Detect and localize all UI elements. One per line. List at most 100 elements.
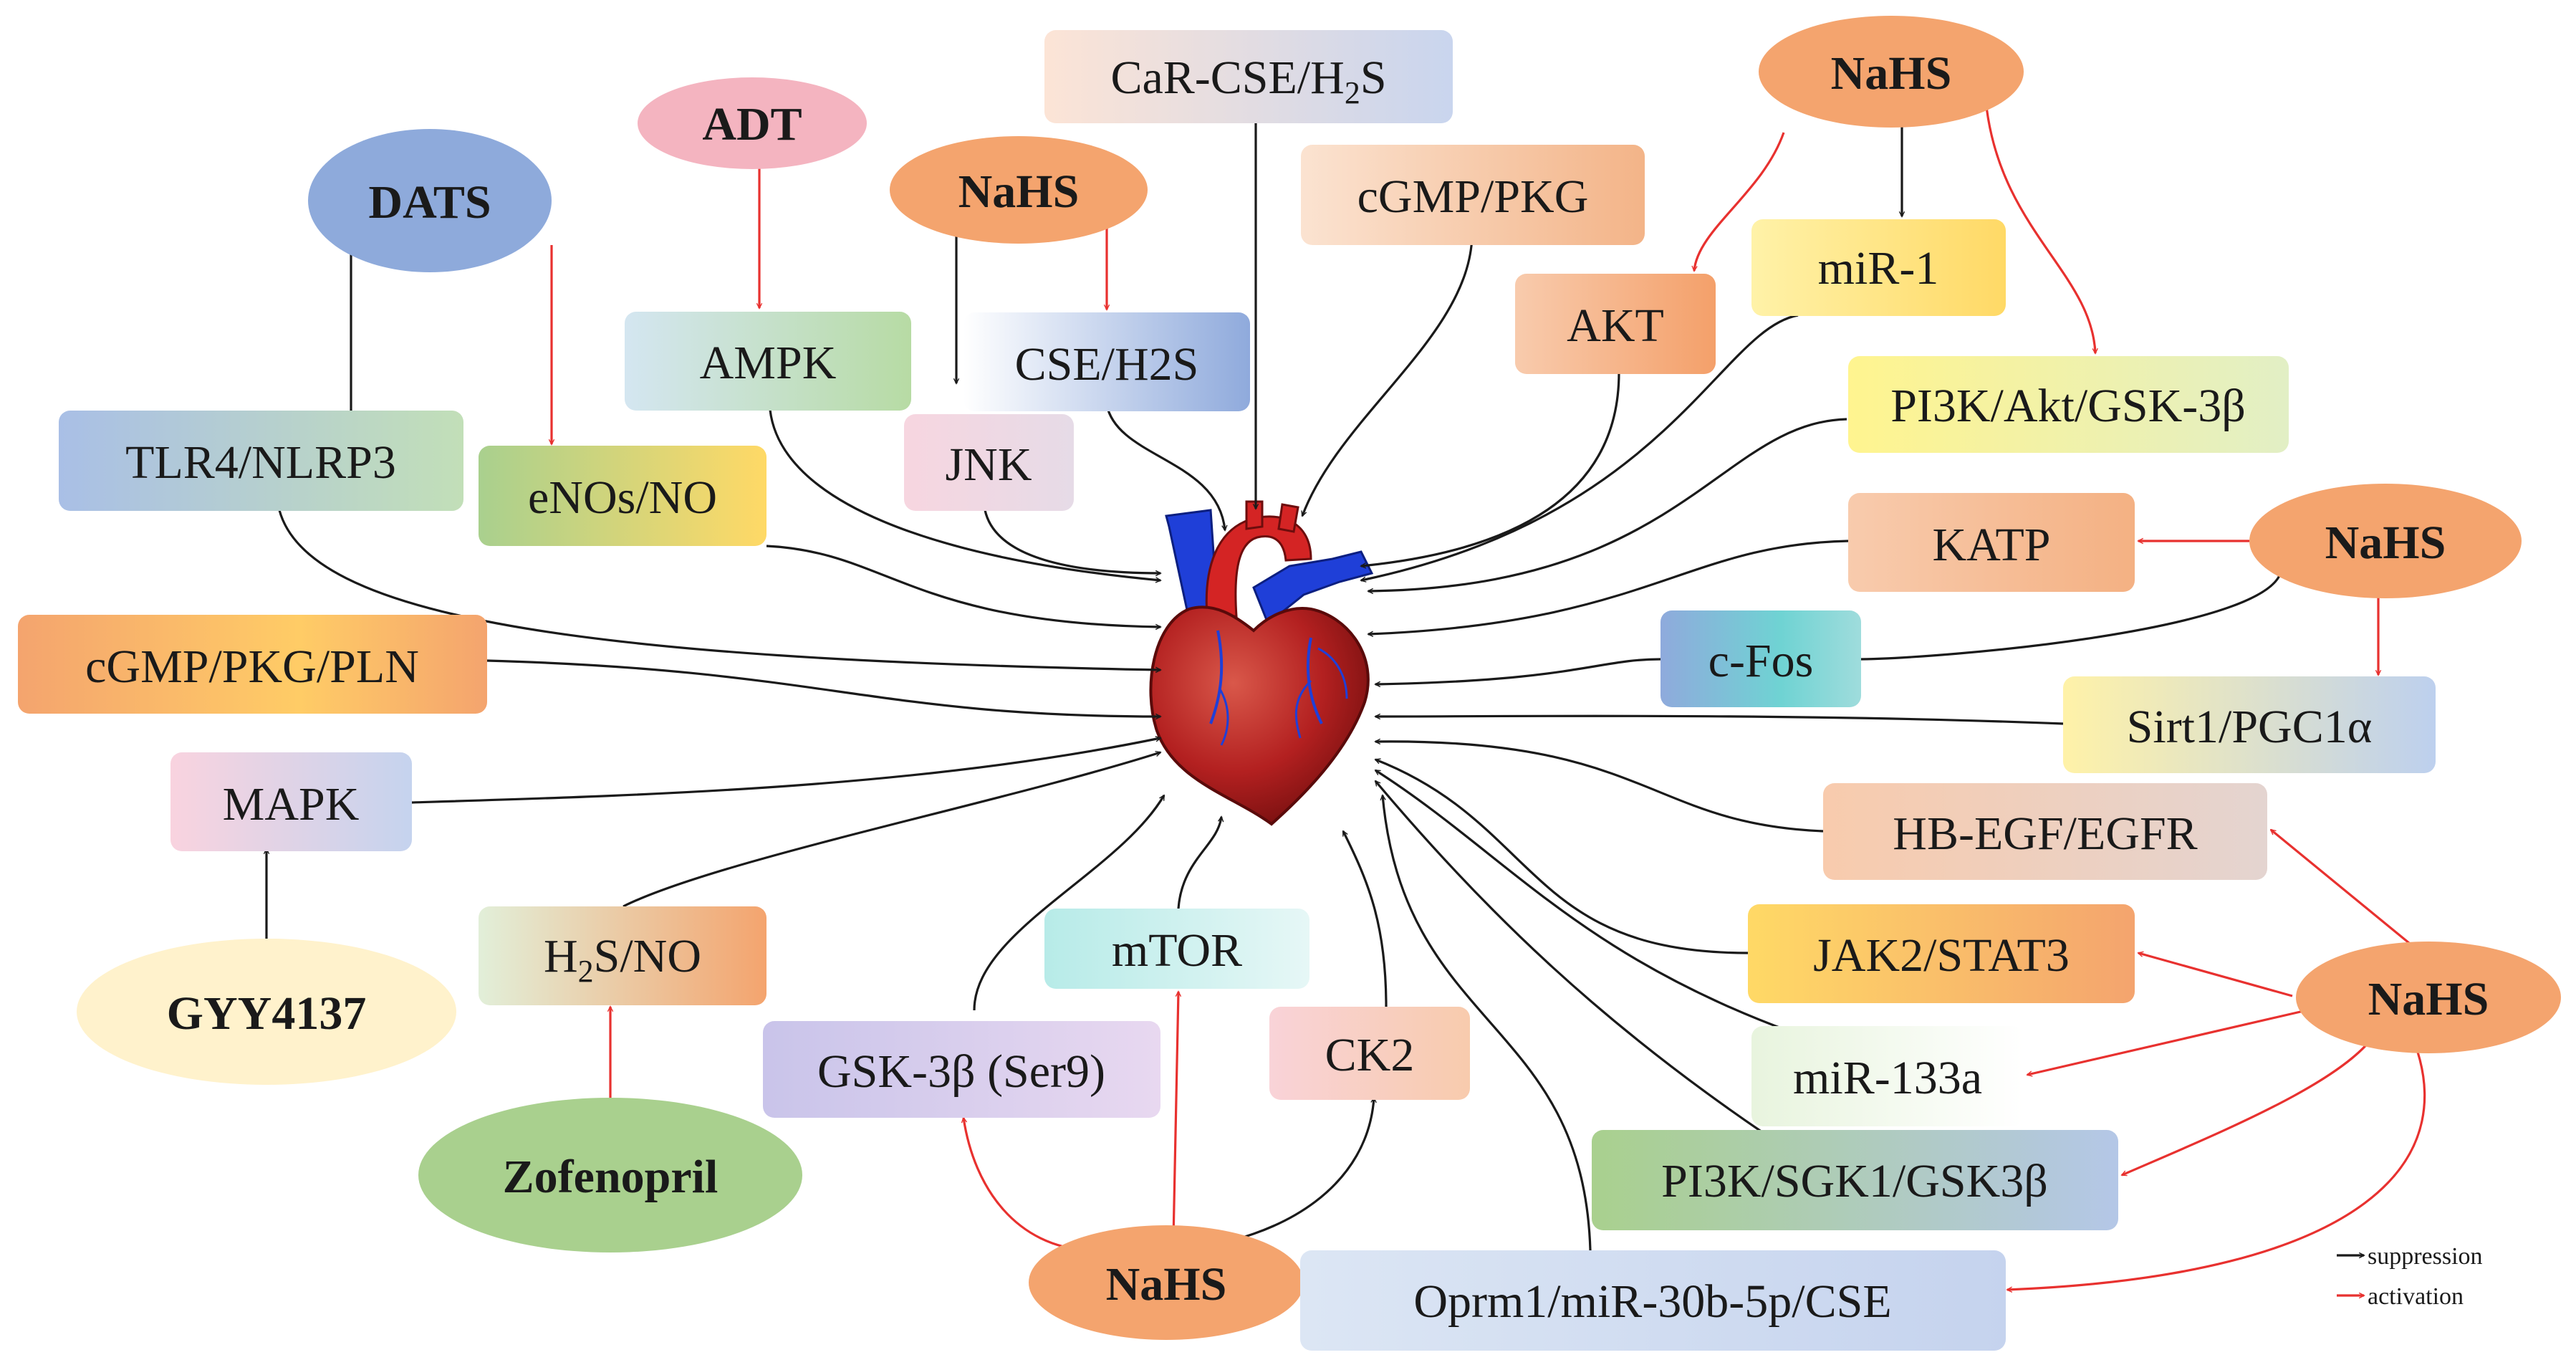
legend-activation-label: activation	[2368, 1283, 2464, 1310]
dats-label: DATS	[368, 176, 491, 229]
arrow-enos-heart	[766, 545, 1160, 627]
node-ck2[interactable]: CK2	[1269, 1007, 1470, 1100]
arrow-sgk1-heart	[1375, 781, 1763, 1134]
heart-illustration	[1149, 500, 1374, 826]
node-enos-no[interactable]: eNOs/NO	[479, 446, 766, 546]
node-zofenopril[interactable]: Zofenopril	[418, 1098, 802, 1252]
arrow-sirt1-heart	[1375, 716, 2064, 725]
arrow-cse-heart	[1105, 404, 1225, 530]
pi3k-akt-label: PI3K/Akt/GSK-3β	[1890, 380, 2246, 432]
arrow-katp-heart	[1368, 540, 1849, 634]
nahs-bottom-label: NaHS	[1106, 1258, 1227, 1311]
jnk-label: JNK	[945, 439, 1032, 491]
arrow-cfos-heart	[1375, 658, 1661, 684]
node-oprm1-mir30b-cse[interactable]: Oprm1/miR-30b-5p/CSE	[1300, 1250, 2006, 1351]
ck2-label: CK2	[1325, 1029, 1415, 1081]
node-car-cse-h2s[interactable]: CaR-CSE/H2S	[1044, 30, 1453, 123]
arrow-pi3k-heart	[1368, 418, 1847, 591]
arrow-tlr4-heart	[278, 509, 1160, 670]
arrow-cgmp-pln-heart	[486, 659, 1160, 717]
node-nahs-right-mid[interactable]: NaHS	[2249, 484, 2522, 598]
arrow-jnk-heart	[984, 509, 1160, 573]
arrow-nahs-mtor	[1172, 992, 1178, 1240]
mir133a-label: miR-133a	[1793, 1052, 1982, 1104]
oprm1-label: Oprm1/miR-30b-5p/CSE	[1413, 1275, 1891, 1328]
nahs-right-low-label: NaHS	[2368, 973, 2489, 1025]
node-mapk[interactable]: MAPK	[170, 752, 412, 851]
katp-label: KATP	[1932, 519, 2050, 571]
node-nahs-top-mid[interactable]: NaHS	[890, 136, 1148, 244]
node-hb-egf-egfr[interactable]: HB-EGF/EGFR	[1823, 783, 2267, 880]
node-mtor[interactable]: mTOR	[1044, 909, 1309, 989]
node-cgmp-pkg-pln[interactable]: cGMP/PKG/PLN	[18, 615, 487, 714]
pathway-arrows	[266, 100, 2426, 1290]
arrow-nahs-hbegf	[2271, 830, 2423, 954]
node-gyy4137[interactable]: GYY4137	[77, 939, 456, 1085]
jak2-label: JAK2/STAT3	[1813, 929, 2070, 982]
cse-h2s-label: CSE/H2S	[1015, 338, 1199, 391]
arrow-nahs-akt	[1694, 132, 1785, 271]
arrow-ck2-heart	[1342, 831, 1388, 1007]
h2s-no-subscript: 2	[578, 954, 594, 989]
node-cgmp-pkg[interactable]: cGMP/PKG	[1301, 145, 1645, 245]
ampk-label: AMPK	[700, 337, 837, 389]
arrow-nahs-cfos	[1855, 565, 2283, 659]
arrow-akt-heart	[1361, 372, 1620, 566]
node-pi3k-sgk1-gsk3b[interactable]: PI3K/SGK1/GSK3β	[1592, 1130, 2118, 1230]
node-mir1[interactable]: miR-1	[1751, 219, 2006, 316]
node-pi3k-akt-gsk3b[interactable]: PI3K/Akt/GSK-3β	[1848, 356, 2289, 453]
node-sirt1-pgc1a[interactable]: Sirt1/PGC1α	[2063, 676, 2436, 773]
node-jnk[interactable]: JNK	[904, 414, 1074, 511]
arrow-nahs-gsk	[963, 1118, 1090, 1252]
h2s-no-label: H	[544, 930, 578, 982]
arrow-mtor-heart	[1177, 817, 1221, 909]
node-nahs-bottom[interactable]: NaHS	[1029, 1225, 1304, 1340]
zofenopril-label: Zofenopril	[503, 1151, 719, 1203]
arrow-mir133a-heart	[1375, 769, 1792, 1033]
node-nahs-top-right[interactable]: NaHS	[1759, 16, 2024, 128]
node-dats[interactable]: DATS	[308, 129, 552, 272]
pi3k-sgk1-label: PI3K/SGK1/GSK3β	[1661, 1155, 2048, 1207]
akt-label: AKT	[1567, 300, 1664, 352]
node-ampk[interactable]: AMPK	[625, 312, 911, 411]
arrow-oprm1-heart	[1383, 795, 1592, 1251]
hb-egf-label: HB-EGF/EGFR	[1893, 808, 2197, 860]
arrow-gsk-heart	[973, 795, 1166, 1011]
arrow-mapk-heart	[411, 738, 1160, 804]
node-jak2-stat3[interactable]: JAK2/STAT3	[1748, 904, 2135, 1003]
arrow-jak2-heart	[1375, 760, 1749, 954]
node-nahs-right-low[interactable]: NaHS	[2296, 942, 2561, 1053]
arrow-ampk-heart	[769, 409, 1160, 580]
node-adt[interactable]: ADT	[638, 77, 867, 169]
mapk-label: MAPK	[223, 778, 360, 830]
node-gsk3b-ser9[interactable]: GSK-3β (Ser9)	[763, 1021, 1160, 1118]
cfos-label: c-Fos	[1708, 635, 1814, 687]
node-katp[interactable]: KATP	[1848, 493, 2135, 592]
mir1-label: miR-1	[1818, 242, 1939, 294]
arrow-nahs-oprm1	[2007, 1024, 2426, 1290]
arrow-cgmp-heart	[1302, 236, 1474, 516]
nahs-top-mid-label: NaHS	[958, 166, 1080, 218]
legend-suppression-label: suppression	[2368, 1243, 2483, 1270]
arrow-h2s-heart	[623, 752, 1160, 908]
arrow-nahs-ck2	[1174, 1098, 1374, 1252]
arrow-mir1-heart	[1361, 314, 1799, 580]
node-tlr4-nlrp3[interactable]: TLR4/NLRP3	[59, 411, 463, 511]
car-cse-label: CaR-CSE/H	[1110, 52, 1344, 104]
arrow-nahs-pi3k	[1984, 100, 2095, 353]
arrow-nahs-mir133a	[2027, 1009, 2307, 1075]
mtor-label: mTOR	[1112, 924, 1242, 977]
tlr4-label: TLR4/NLRP3	[125, 436, 396, 489]
node-cse-h2s[interactable]: CSE/H2S	[963, 312, 1250, 411]
cgmp-pkg-pln-label: cGMP/PKG/PLN	[85, 641, 419, 693]
node-akt[interactable]: AKT	[1515, 274, 1716, 374]
gyy-label: GYY4137	[167, 987, 367, 1040]
node-mir133a[interactable]: miR-133a	[1751, 1026, 2024, 1126]
node-c-fos[interactable]: c-Fos	[1661, 610, 1861, 707]
node-h2s-no[interactable]: H2S/NO	[479, 906, 766, 1005]
svg-text:H2S/NO: H2S/NO	[544, 930, 701, 989]
sirt1-label: Sirt1/PGC1α	[2127, 701, 2373, 753]
nahs-right-mid-label: NaHS	[2325, 517, 2446, 569]
adt-label: ADT	[702, 98, 802, 150]
